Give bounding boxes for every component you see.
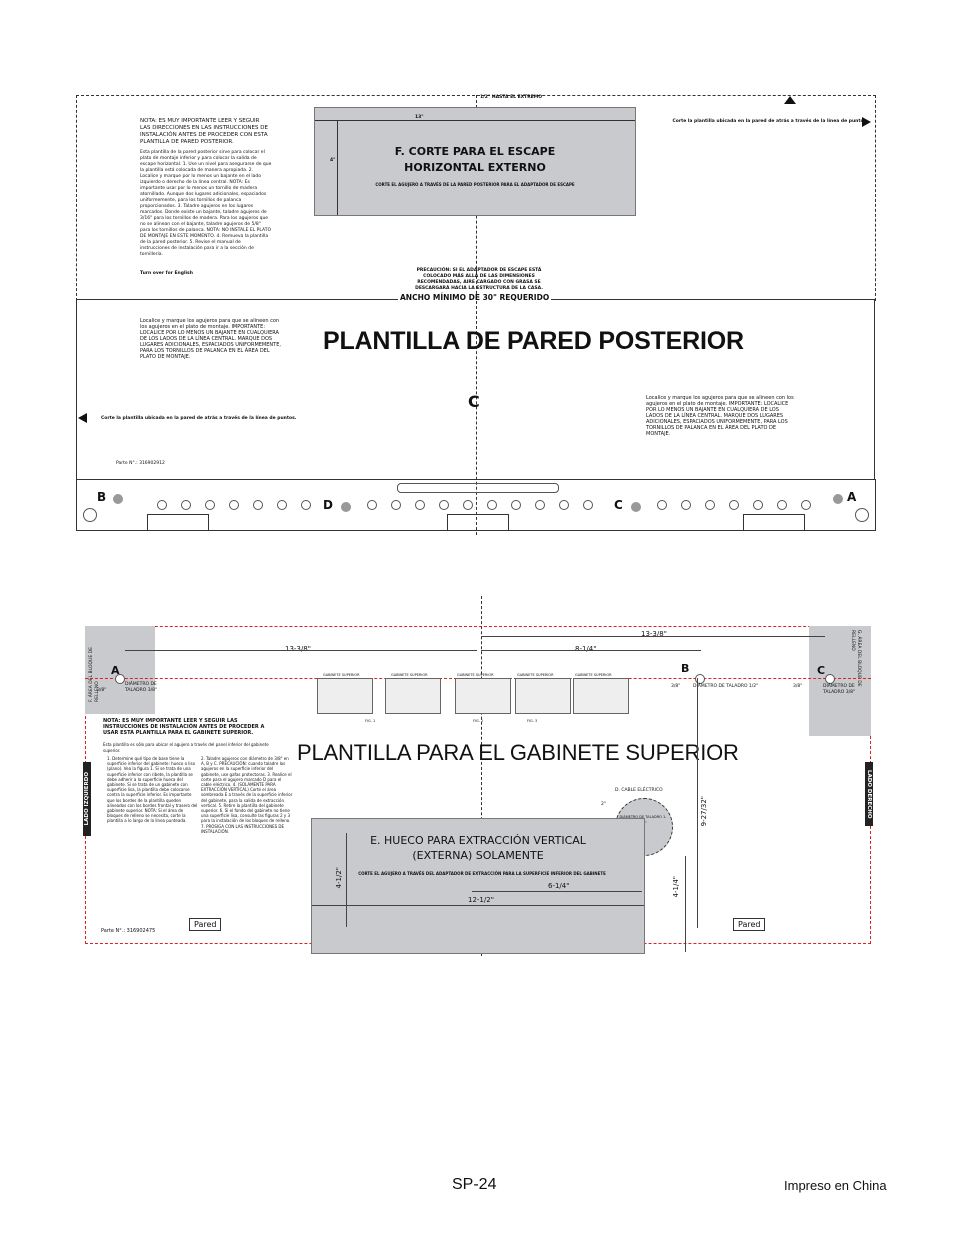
arrow-left-icon	[78, 413, 87, 423]
cabinet-title: PLANTILLA PARA EL GABINETE SUPERIOR	[297, 740, 739, 765]
center-label: 1/2" HASTA EL EXTREMO	[480, 95, 543, 100]
dim-13-left: 13-3/8"	[285, 645, 311, 653]
section-f-sub: CORTE EL AGUJERO A TRAVÉS DE LA PARED PO…	[375, 182, 575, 187]
fig-label-1: GABINETE SUPERIOR	[323, 673, 360, 677]
section-f-title: F. CORTE PARA EL ESCAPE HORIZONTAL EXTER…	[394, 145, 556, 174]
dim-2: 2"	[601, 802, 606, 807]
template-title: PLANTILLA DE PARED POSTERIOR	[323, 327, 744, 355]
caution-text: PRECAUCIÓN: SI EL ADAPTADOR DE ESCAPE ES…	[415, 268, 543, 291]
dim-8: 8-1/4"	[575, 645, 597, 653]
drill-c-label: DIÁMETRO DE TALADRO 3/8"	[823, 684, 856, 695]
wall-label-left: Pared	[189, 918, 222, 931]
upper-cabinet-template: F. ÁREA DEL BLOQUE DE RELLENO G. ÁREA DE…	[83, 596, 873, 956]
dim-6: 6-1/4"	[548, 882, 570, 890]
cut-instruction-right: Corte la plantilla ubicada en la pared d…	[672, 119, 869, 124]
mounting-plate: B D C A	[76, 479, 876, 531]
dim-38-a: 3/8"	[97, 688, 107, 693]
letter-b: B	[97, 490, 107, 504]
figure-1b	[385, 678, 441, 714]
fig-label-3: GABINETE SUPERIOR	[457, 673, 494, 677]
fill-right-label: G. ÁREA DEL BLOQUE DE RELLENO	[850, 630, 861, 687]
page-number: SP-24	[452, 1176, 497, 1193]
letter-a-bottom: A	[111, 664, 120, 677]
note-body: Esta plantilla de la pared posterior sir…	[140, 150, 272, 257]
center-line-bottom	[481, 596, 482, 956]
section-e-sub: CORTE EL AGUJERO A TRAVÉS DEL ADAPTADOR …	[358, 871, 606, 876]
side-left-label: LADO IZQUIERDO	[84, 772, 90, 826]
vertical-exhaust-cutout[interactable]: E. HUECO PARA EXTRACCIÓN VERTICAL (EXTER…	[311, 818, 645, 954]
part-number-top: Parte N°.: 316902912	[116, 461, 165, 466]
steps-left: 1. Determine qué tipo de base tiene la s…	[107, 756, 198, 824]
side-right-label: LADO DERECHO	[866, 769, 872, 819]
dim-13: 13"	[415, 115, 424, 120]
note-intro: NOTA: ES MUY IMPORTANTE LEER Y SEGUIR LA…	[140, 118, 268, 145]
fill-block-right[interactable]: G. ÁREA DEL BLOQUE DE RELLENO	[809, 626, 871, 736]
back-wall-template: 1/2" HASTA EL EXTREMO NOTA: ES MUY IMPOR…	[76, 95, 876, 535]
locate-right: Localice y marque los agujeros para que …	[646, 395, 794, 437]
dim-38-c: 3/8"	[793, 684, 803, 689]
fig-label-4: GABINETE SUPERIOR	[517, 673, 554, 677]
figure-3b	[573, 678, 629, 714]
letter-a: A	[847, 490, 857, 504]
letter-d: D	[323, 498, 333, 512]
arrow-up-icon	[784, 96, 796, 104]
turn-over-label: Turn over for English	[140, 271, 193, 276]
letter-c-bottom: C	[817, 664, 826, 677]
note-sub-bottom: Esta plantilla es sólo para ubicar el ag…	[103, 742, 269, 753]
section-e-title: E. HUECO PARA EXTRACCIÓN VERTICAL (EXTER…	[370, 834, 586, 862]
figure-2	[455, 678, 511, 714]
letter-b-bottom: B	[681, 662, 690, 675]
dim-38-b: 3/8"	[671, 684, 681, 689]
drill-b-label: DIÁMETRO DE TALADRO 1/2"	[693, 684, 759, 689]
side-left-band: LADO IZQUIERDO	[83, 762, 91, 836]
fig-label-2: GABINETE SUPERIOR	[391, 673, 428, 677]
part-number-bottom: Parte N°.: 316902475	[101, 928, 156, 934]
fill-block-left[interactable]: F. ÁREA DEL BLOQUE DE RELLENO	[85, 626, 155, 714]
cable-label: D. CABLE ELÉCTRICO	[615, 788, 663, 793]
side-right-band: LADO DERECHO	[865, 762, 873, 826]
fig-caption-1: FIG. 1	[365, 719, 376, 723]
arrow-right-icon	[862, 117, 871, 127]
exhaust-cutout[interactable]: 13" 4" F. CORTE PARA EL ESCAPE HORIZONTA…	[314, 107, 636, 216]
dim-4a: 4-1/2"	[335, 867, 343, 889]
steps-mid: 2. Taladre agujeros con diámetro de 3/8"…	[201, 756, 293, 834]
printed-in: Impreso en China	[784, 1178, 887, 1193]
figure-1a	[317, 678, 373, 714]
letter-c-top: C	[468, 392, 480, 411]
fig-caption-3: FIG. 3	[527, 719, 538, 723]
dim-4: 4"	[330, 158, 336, 163]
letter-c-plate: C	[614, 498, 623, 512]
dim-9: 9-27/32"	[700, 796, 708, 827]
min-width-label: ANCHO MÍNIMO DE 30" REQUERIDO	[398, 293, 552, 302]
figure-3a	[515, 678, 571, 714]
dim-12: 12-1/2"	[468, 896, 494, 904]
cut-instruction-left: Corte la plantilla ubicada en la pared d…	[101, 416, 297, 421]
dim-4b: 4-1/4"	[672, 876, 680, 898]
center-line	[476, 95, 477, 535]
drill-a-label: DIÁMETRO DE TALADRO 3/8"	[125, 682, 158, 693]
wall-label-right: Pared	[733, 918, 766, 931]
fig-label-5: GABINETE SUPERIOR	[575, 673, 612, 677]
locate-left: Localice y marque los agujeros para que …	[140, 318, 281, 360]
dim-13-right: 13-3/8"	[641, 630, 667, 638]
fig-caption-2: FIG. 2	[473, 719, 484, 723]
note-title-bottom: NOTA: ES MUY IMPORTANTE LEER Y SEGUIR LA…	[103, 718, 265, 736]
